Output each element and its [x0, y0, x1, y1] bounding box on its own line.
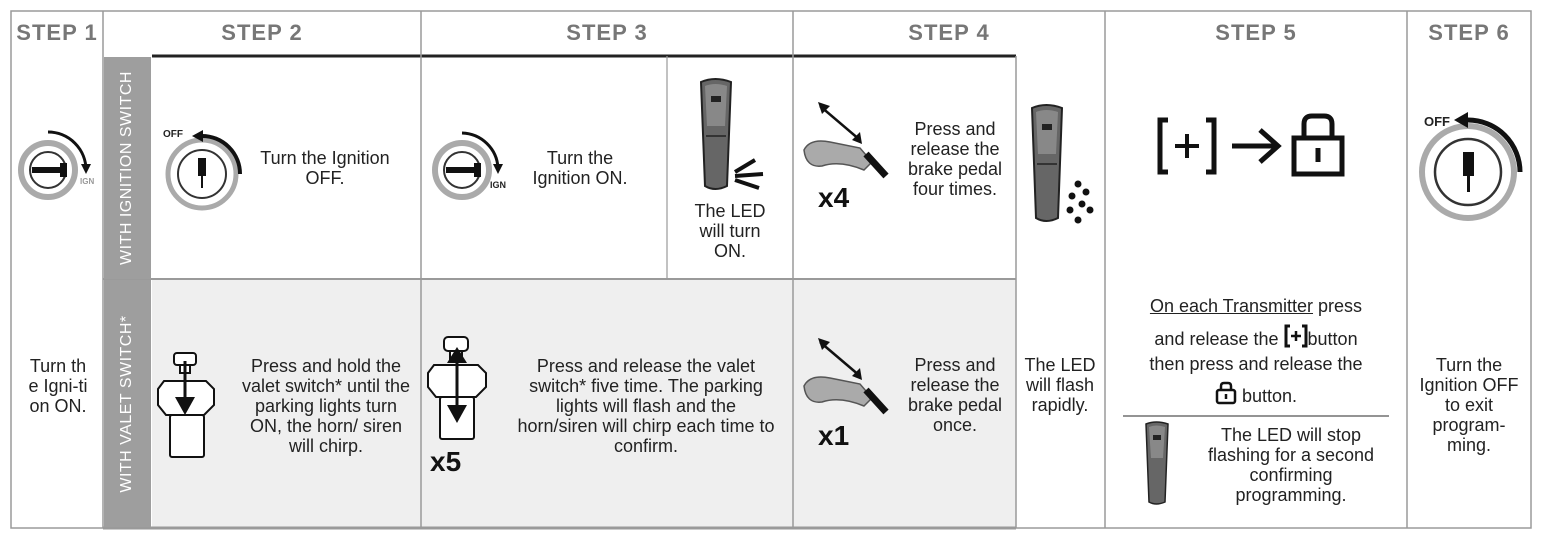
step1-text: Turn the Igni-tion ON. — [28, 356, 88, 416]
step5-and-release: and release the — [1154, 329, 1279, 349]
step5-button-word-2: button. — [1241, 386, 1298, 406]
valet-row-background — [152, 280, 1016, 527]
brake-pedal-icon-valet — [803, 338, 889, 415]
step6-off-label: OFF — [1424, 114, 1450, 129]
lock-small-icon — [1215, 381, 1237, 405]
transmitter-led-on-icon — [699, 78, 764, 190]
program-button-small-icon — [1284, 324, 1308, 348]
valet-switch-press-icon — [157, 352, 215, 458]
step5-press-word: press — [1313, 296, 1363, 316]
step-2-header: STEP 2 — [221, 20, 303, 45]
step-1-header: STEP 1 — [16, 20, 98, 45]
step-5-header: STEP 5 — [1215, 20, 1297, 45]
step-3-header: STEP 3 — [566, 20, 648, 45]
ignition-row-label-bar — [104, 57, 151, 279]
ignition-off-icon — [165, 130, 242, 211]
ignition-on-icon — [18, 130, 91, 200]
step3-ign-label: IGN — [490, 180, 507, 190]
step4-valet-text: Press and release the brake pedal once. — [907, 355, 1003, 435]
ignition-off-icon-step6 — [1419, 112, 1523, 221]
step3-valet-count: x5 — [430, 446, 462, 477]
ignition-on-icon-step3 — [432, 131, 503, 200]
step1-ign-label: IGN — [80, 177, 95, 186]
step5-then-press: then press and release the — [1149, 354, 1363, 374]
step-6-header: STEP 6 — [1428, 20, 1510, 45]
step5-on-each-transmitter: On each Transmitter — [1149, 296, 1314, 316]
step5-stop-text: The LED will stop flashing for a second … — [1207, 425, 1375, 505]
step4-valet-count: x1 — [818, 420, 850, 451]
step4-ignition-text: Press and release the brake pedal four t… — [907, 119, 1003, 199]
step3-valet-text: Press and release the valet switch* five… — [517, 356, 775, 456]
step5-button-word: button — [1307, 329, 1358, 349]
step2-off-label: OFF — [163, 129, 183, 140]
step4-flash-text: The LED will flash rapidly. — [1024, 355, 1096, 415]
step3-led-text: The LED will turn ON. — [694, 201, 766, 261]
program-button-arrow-lock-icon — [1157, 113, 1345, 177]
valet-row-label: WITH VALET SWITCH* — [118, 315, 135, 493]
transmitter-flashing-icon — [1030, 104, 1094, 224]
valet-row-label-bar — [104, 280, 151, 527]
step5-instruction-line2: and release the button — [1115, 324, 1397, 349]
valet-switch-repeat-icon — [427, 336, 487, 440]
brake-pedal-icon — [803, 102, 889, 179]
step3-ignition-text: Turn the Ignition ON. — [532, 148, 628, 188]
step5-instruction-line1: On each Transmitter press — [1115, 296, 1397, 316]
step6-text: Turn the Ignition OFF to exit program-mi… — [1419, 355, 1519, 455]
step2-valet-text: Press and hold the valet switch* until t… — [241, 356, 411, 456]
step-4-header: STEP 4 — [908, 20, 990, 45]
step2-ignition-text: Turn the Ignition OFF. — [260, 148, 390, 188]
step5-instruction-line4: button. — [1115, 381, 1397, 406]
ignition-row-label: WITH IGNITION SWITCH — [118, 71, 135, 265]
transmitter-small-icon — [1145, 421, 1169, 505]
step4-ignition-count: x4 — [818, 182, 850, 213]
